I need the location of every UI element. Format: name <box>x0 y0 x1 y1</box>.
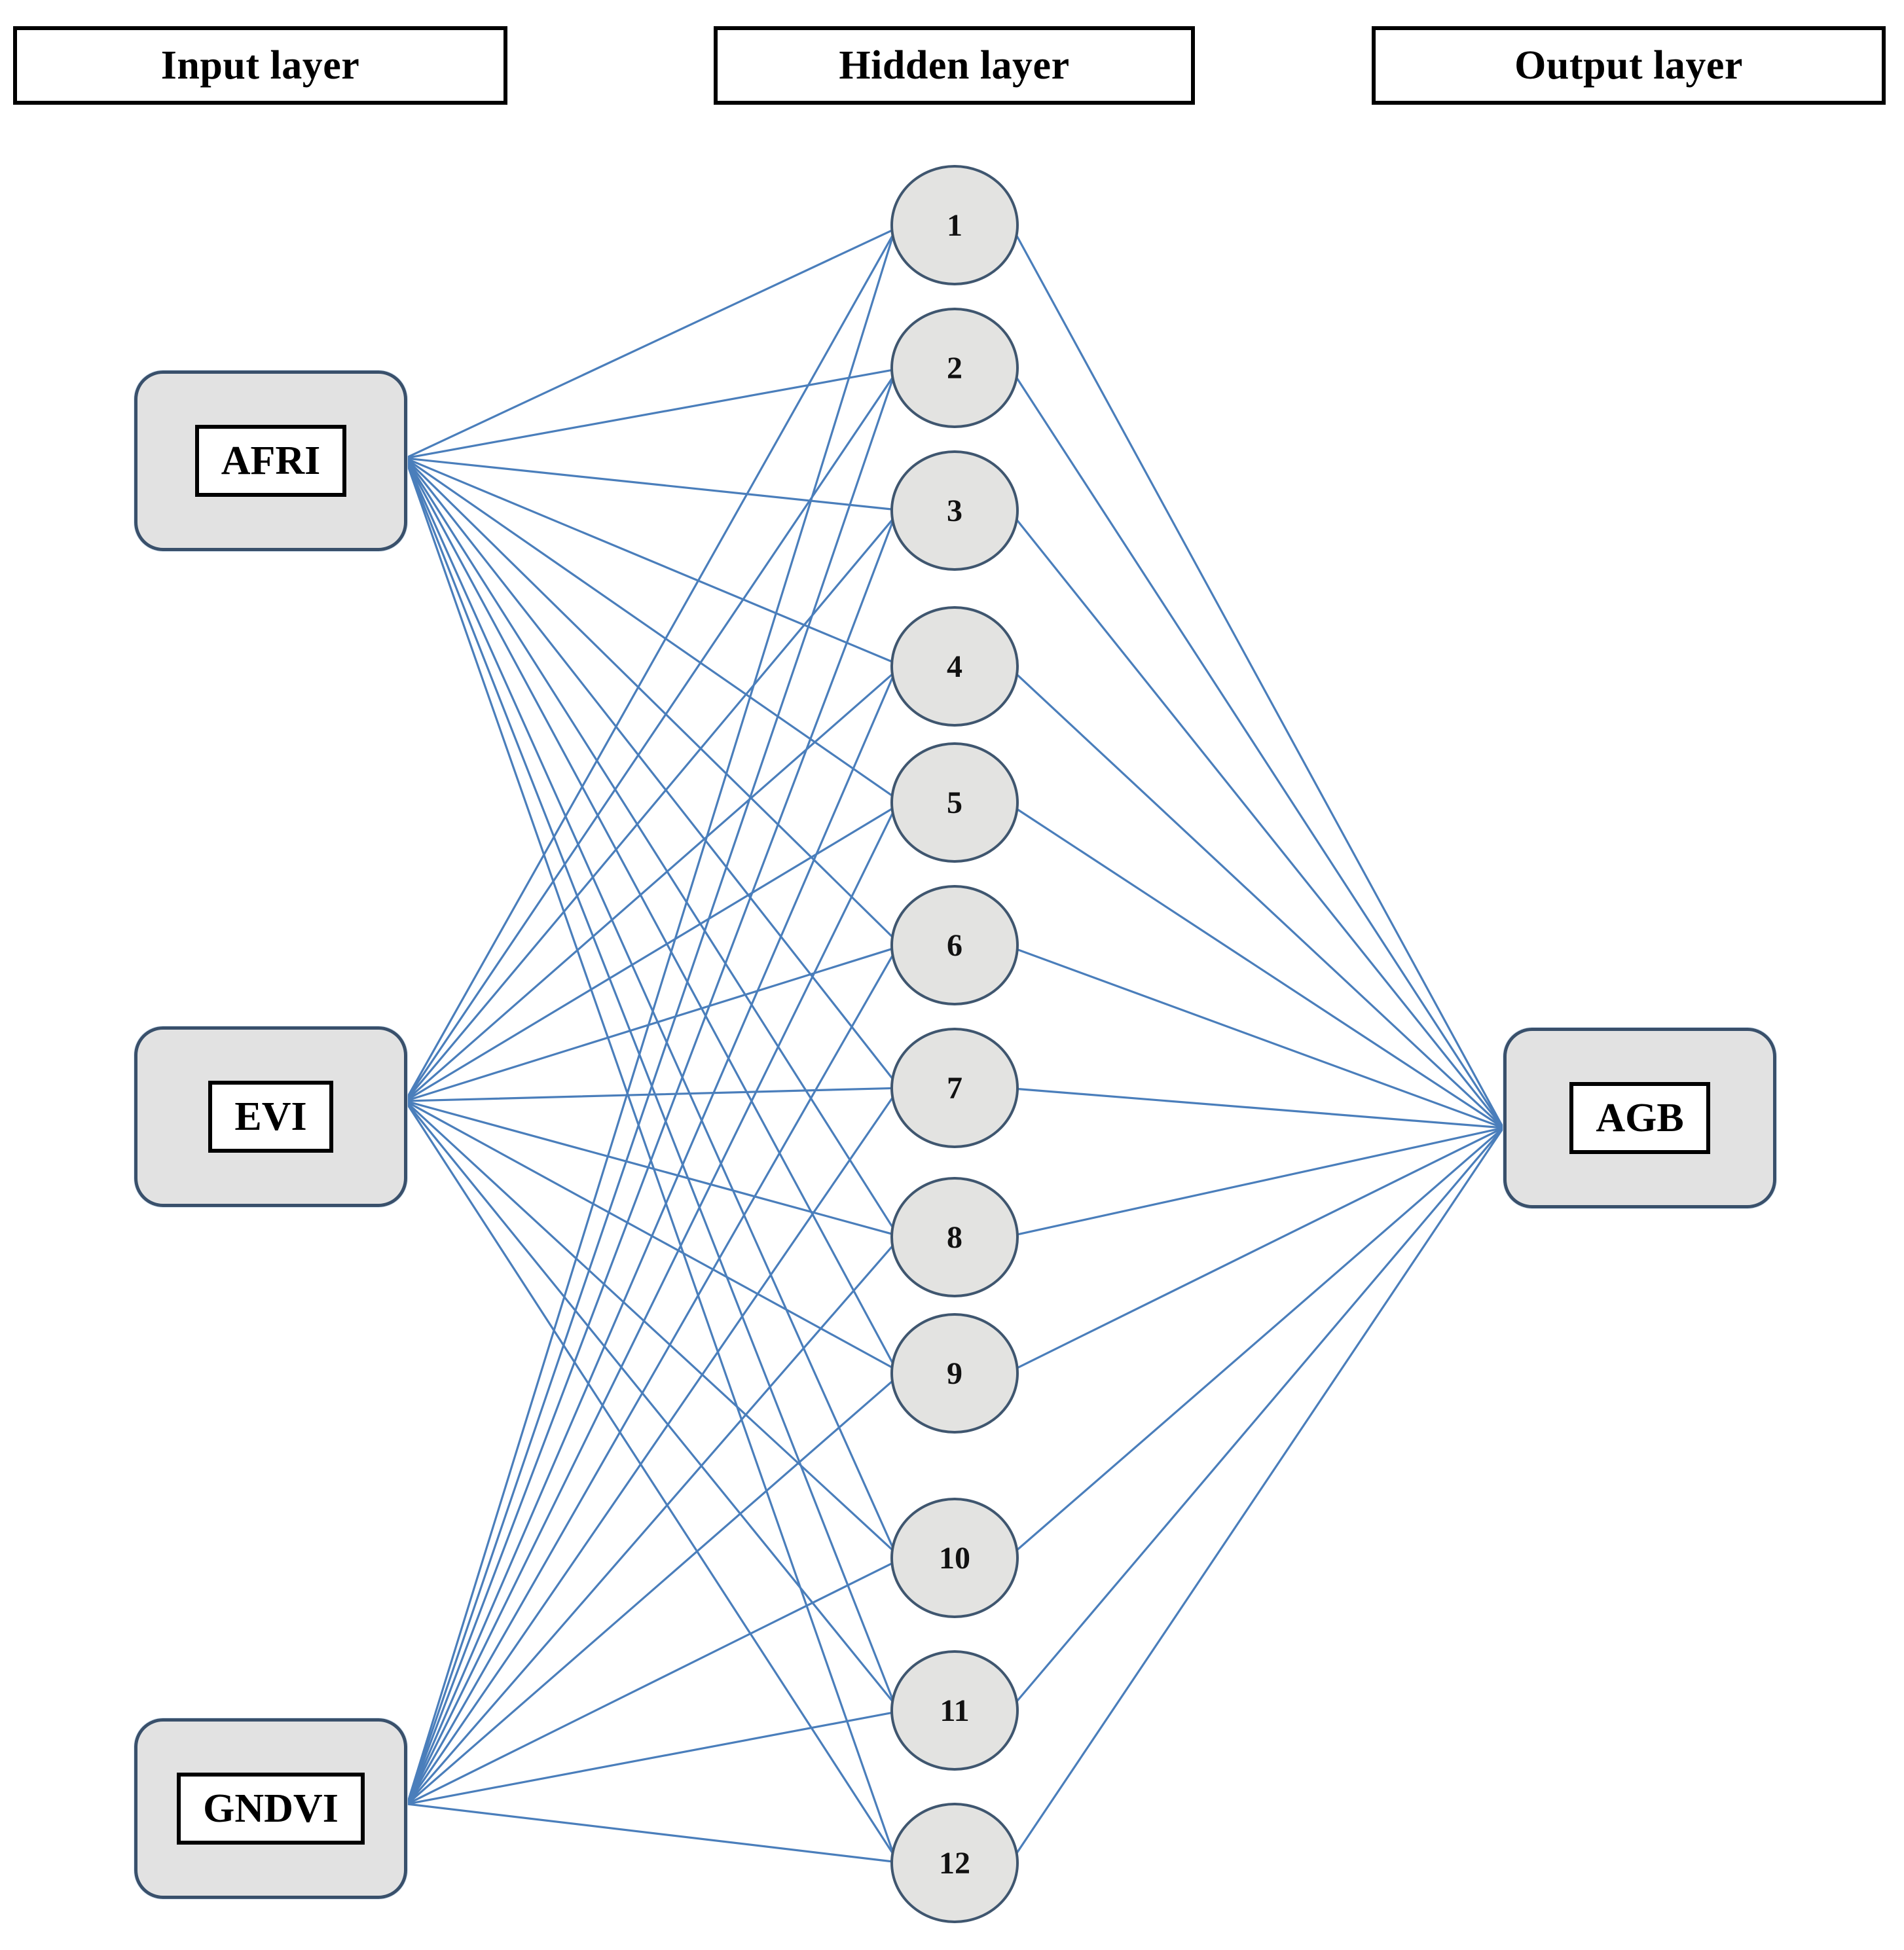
output-node-agb[interactable]: AGB <box>1503 1028 1776 1208</box>
input-node-gndvi-label: GNDVI <box>177 1773 365 1845</box>
edge-hidden-11-to-agb <box>1015 1127 1505 1703</box>
header-input-layer: Input layer <box>13 26 507 105</box>
hidden-node-label: 11 <box>940 1693 970 1728</box>
header-output-layer-label: Output layer <box>1514 43 1743 88</box>
edge-hidden-3-to-agb <box>1015 518 1505 1129</box>
edge-afri-to-hidden-7 <box>404 457 894 1081</box>
edge-evi-to-hidden-11 <box>404 1100 894 1703</box>
edge-hidden-12-to-agb <box>1015 1127 1505 1855</box>
edge-hidden-10-to-agb <box>1015 1127 1505 1552</box>
hidden-node-12[interactable]: 12 <box>890 1803 1019 1923</box>
input-node-evi-label: EVI <box>208 1081 333 1153</box>
output-node-agb-label: AGB <box>1569 1082 1710 1154</box>
edge-afri-to-hidden-4 <box>404 457 894 664</box>
header-hidden-layer-label: Hidden layer <box>839 43 1070 88</box>
edge-hidden-7-to-agb <box>1015 1087 1505 1129</box>
edge-evi-to-hidden-5 <box>404 807 894 1102</box>
edge-gndvi-to-hidden-11 <box>406 1711 894 1805</box>
edge-evi-to-hidden-4 <box>404 672 894 1102</box>
hidden-node-label: 2 <box>947 350 962 386</box>
hidden-node-4[interactable]: 4 <box>890 606 1019 727</box>
input-node-evi[interactable]: EVI <box>134 1026 407 1207</box>
edge-afri-to-hidden-6 <box>404 457 894 939</box>
edge-hidden-8-to-agb <box>1015 1127 1505 1236</box>
hidden-node-5[interactable]: 5 <box>890 742 1019 863</box>
edge-gndvi-to-hidden-4 <box>406 675 894 1805</box>
edge-gndvi-to-hidden-10 <box>406 1561 894 1805</box>
hidden-node-11[interactable]: 11 <box>890 1650 1019 1771</box>
hidden-node-label: 10 <box>939 1540 970 1576</box>
hidden-node-label: 3 <box>947 493 962 528</box>
input-node-gndvi[interactable]: GNDVI <box>134 1718 407 1899</box>
input-to-hidden-edges <box>404 228 894 1863</box>
header-output-layer: Output layer <box>1372 26 1886 105</box>
edge-hidden-6-to-agb <box>1015 948 1505 1129</box>
hidden-node-10[interactable]: 10 <box>890 1498 1019 1618</box>
edge-afri-to-hidden-2 <box>404 369 894 460</box>
header-hidden-layer: Hidden layer <box>714 26 1195 105</box>
hidden-node-label: 12 <box>939 1845 970 1881</box>
hidden-node-label: 7 <box>947 1070 962 1106</box>
header-input-layer-label: Input layer <box>160 43 360 88</box>
hidden-node-7[interactable]: 7 <box>890 1028 1019 1148</box>
hidden-node-label: 5 <box>947 785 962 820</box>
hidden-node-label: 6 <box>947 928 962 963</box>
edge-evi-to-hidden-1 <box>404 233 894 1102</box>
hidden-node-label: 4 <box>947 649 962 684</box>
hidden-node-1[interactable]: 1 <box>890 165 1019 285</box>
edge-gndvi-to-hidden-8 <box>406 1244 894 1805</box>
edge-gndvi-to-hidden-6 <box>406 953 894 1805</box>
edge-gndvi-to-hidden-7 <box>406 1096 894 1805</box>
edge-hidden-1-to-agb <box>1015 233 1505 1129</box>
edge-afri-to-hidden-5 <box>404 457 894 798</box>
hidden-node-2[interactable]: 2 <box>890 308 1019 428</box>
hidden-node-label: 9 <box>947 1356 962 1391</box>
edge-evi-to-hidden-10 <box>404 1100 894 1552</box>
hidden-node-6[interactable]: 6 <box>890 885 1019 1005</box>
edge-evi-to-hidden-3 <box>404 518 894 1102</box>
edge-afri-to-hidden-10 <box>404 457 894 1549</box>
hidden-node-9[interactable]: 9 <box>890 1313 1019 1434</box>
hidden-node-3[interactable]: 3 <box>890 450 1019 571</box>
input-node-afri-label: AFRI <box>194 425 347 497</box>
edge-afri-to-hidden-11 <box>404 457 894 1702</box>
edge-gndvi-to-hidden-1 <box>406 234 894 1805</box>
input-node-afri[interactable]: AFRI <box>134 370 407 551</box>
edge-gndvi-to-hidden-3 <box>406 519 894 1805</box>
edge-afri-to-hidden-12 <box>404 457 894 1854</box>
edge-hidden-4-to-agb <box>1015 672 1505 1129</box>
edge-gndvi-to-hidden-2 <box>406 377 894 1805</box>
hidden-node-8[interactable]: 8 <box>890 1177 1019 1297</box>
hidden-to-output-edges <box>1015 233 1505 1855</box>
edge-hidden-9-to-agb <box>1015 1127 1505 1370</box>
hidden-node-label: 1 <box>947 208 962 243</box>
edge-hidden-5-to-agb <box>1015 807 1505 1129</box>
edge-evi-to-hidden-9 <box>404 1100 894 1369</box>
edge-gndvi-to-hidden-12 <box>406 1803 894 1863</box>
edge-gndvi-to-hidden-5 <box>406 811 894 1805</box>
edge-afri-to-hidden-8 <box>404 457 894 1229</box>
edge-hidden-2-to-agb <box>1015 376 1505 1129</box>
hidden-node-label: 8 <box>947 1219 962 1255</box>
edge-afri-to-hidden-1 <box>404 228 894 460</box>
edge-gndvi-to-hidden-9 <box>406 1379 894 1805</box>
